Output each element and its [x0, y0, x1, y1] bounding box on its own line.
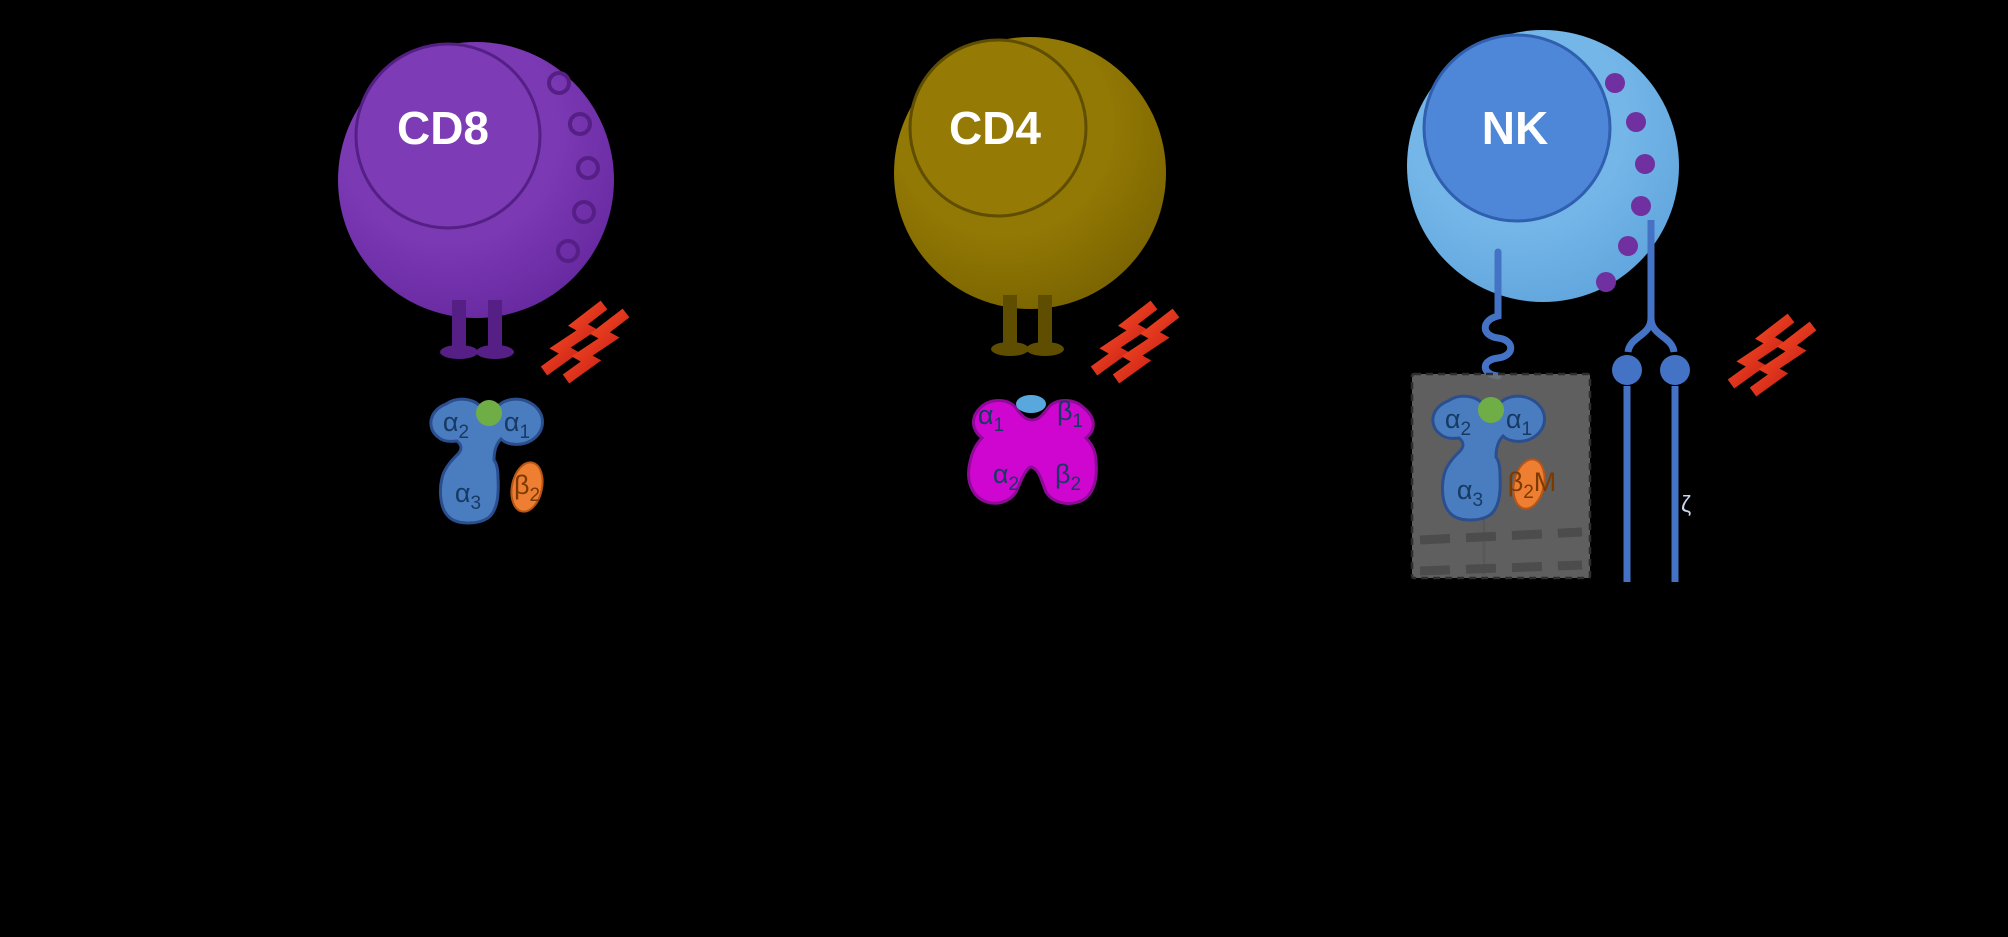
mhc2-alpha2-label: α2: [993, 459, 1019, 495]
cd8-cell-label: CD8: [397, 102, 489, 154]
blocked-dashes: [1419, 527, 1583, 576]
receptor-head: [1612, 355, 1642, 385]
cd4-nucleus: [908, 38, 1088, 218]
granule-icon: [547, 71, 571, 95]
lightning-bolt-icon: [1094, 305, 1176, 379]
mhc1-alpha1-label: α1: [504, 407, 530, 443]
cd4-tcr-legs: [991, 295, 1064, 356]
beta2-microglobulin-label: β2M: [1508, 467, 1557, 503]
mhc1-alpha2-label: α2: [443, 407, 469, 443]
mhc1-alpha2-label: α2: [1445, 404, 1471, 440]
mhc2-body: [967, 399, 1098, 506]
cd8-cell-group: CD8 α2 α1 α3 β2: [338, 42, 626, 525]
tcr-leg: [1038, 295, 1052, 345]
mhc1-alpha3-label: α3: [455, 478, 481, 514]
cd8-tcr-legs: [440, 300, 514, 359]
mhc2-beta2-label: β2: [1055, 459, 1081, 495]
granule-icon: [1635, 154, 1655, 174]
granule-icon: [556, 239, 580, 263]
granule-icon: [576, 156, 600, 180]
nk-cell-label: NK: [1482, 102, 1548, 154]
granule-icon: [572, 200, 596, 224]
lightning-bolt-icon: [544, 305, 626, 379]
cd8-granules: [547, 71, 600, 263]
mhc2-beta1-label: β1: [1057, 396, 1083, 432]
nk-signaling-chain-label: ζ: [1681, 491, 1691, 517]
cd8-nucleus: [354, 42, 542, 230]
receptor-branch: [1647, 317, 1678, 353]
nk-granules: [1596, 73, 1655, 292]
mhc-class-ii-molecule: α1 β1 α2 β2: [967, 395, 1098, 506]
peptide: [1016, 395, 1046, 413]
mhc-class-i-molecule-cd8: α2 α1 α3 β2: [429, 397, 549, 525]
lightning-bolt-icon: [1731, 318, 1813, 392]
mhc1-alpha3-label: α3: [1457, 475, 1483, 511]
tcr-leg: [1003, 295, 1017, 345]
missing-mhc-box: α2 α1 α3 β2M: [1410, 372, 1592, 580]
granule-icon: [1605, 73, 1625, 93]
nk-nucleus: [1422, 33, 1612, 223]
dash-line: [1419, 560, 1583, 576]
tcr-foot: [991, 342, 1029, 356]
granule-icon: [568, 112, 592, 136]
tcr-leg: [452, 300, 466, 348]
dash-line: [1419, 527, 1583, 545]
nk-cell-group: NK ζ α2 α1 α3: [1407, 30, 1813, 582]
granule-icon: [1631, 196, 1651, 216]
beta2-microglobulin-label: β2: [514, 470, 540, 506]
granule-icon: [1618, 236, 1638, 256]
tcr-leg: [488, 300, 502, 348]
tcr-foot: [1026, 342, 1064, 356]
receptor-branch: [1624, 317, 1655, 353]
receptor-head: [1660, 355, 1690, 385]
mhc1-alpha1-label: α1: [1506, 404, 1532, 440]
cd4-cell-label: CD4: [949, 102, 1041, 154]
nk-activating-receptor: [1612, 220, 1690, 582]
mhc2-alpha1-label: α1: [978, 400, 1004, 436]
tcr-foot: [476, 345, 514, 359]
granule-icon: [1596, 272, 1616, 292]
cd4-cell-group: CD4 α1 β1 α2 β2: [894, 37, 1176, 506]
tcr-foot: [440, 345, 478, 359]
granule-icon: [1626, 112, 1646, 132]
nk-inhibitory-receptor: [1481, 248, 1515, 380]
